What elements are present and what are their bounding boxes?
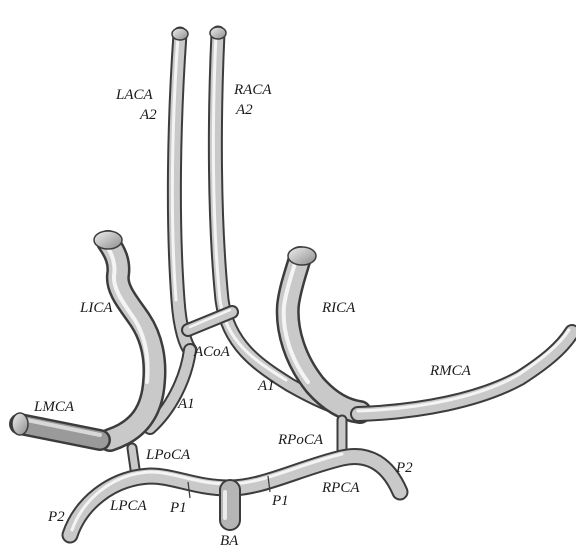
label-raca: RACA [233, 82, 272, 98]
label-p1-left: P1 [169, 500, 187, 516]
label-rmca: RMCA [429, 363, 472, 379]
label-p2-left: P2 [47, 509, 65, 525]
label-lmca: LMCA [33, 399, 75, 415]
label-acoa: ACoA [193, 344, 231, 360]
label-rpca: RPCA [321, 480, 360, 496]
label-lica: LICA [79, 300, 113, 316]
label-lpoca: LPoCA [145, 447, 191, 463]
label-laca: LACA [115, 87, 154, 103]
ba-vessel [225, 490, 230, 520]
label-rpoca: RPoCA [277, 432, 324, 448]
label-rica: RICA [321, 300, 356, 316]
label-laca-a2: A2 [139, 107, 157, 123]
label-p1-right: P1 [271, 493, 289, 509]
lmca-vessel [12, 413, 100, 440]
label-ba: BA [220, 533, 239, 549]
label-a1-right: A1 [257, 378, 275, 394]
label-raca-a2: A2 [235, 102, 253, 118]
label-a1-left: A1 [177, 396, 195, 412]
laca-vessel [172, 28, 190, 350]
label-p2-right: P2 [395, 460, 413, 476]
label-lpca: LPCA [109, 498, 148, 514]
lica-vessel [94, 231, 154, 440]
